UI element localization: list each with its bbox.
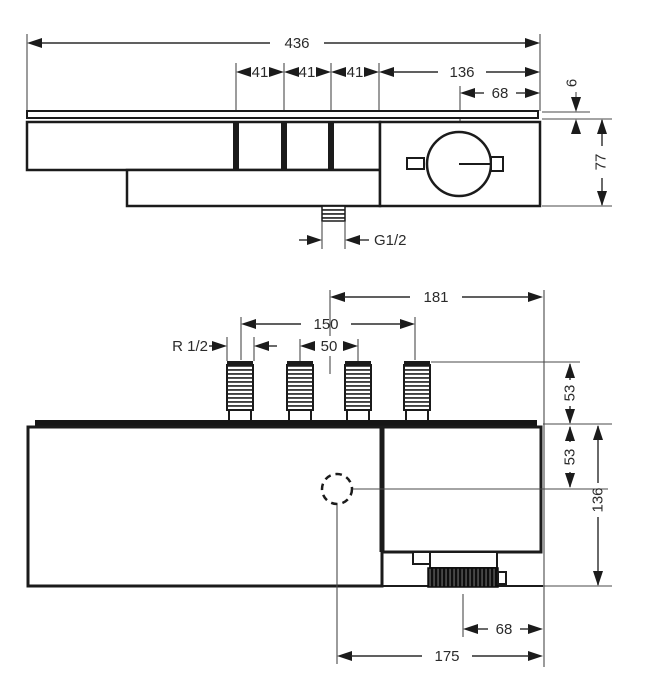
dim-outlet-thread: G1/2: [299, 221, 407, 249]
dim-pipe-thread-label: R 1/2: [172, 338, 208, 355]
dim-knob-to-edge-label: 68: [496, 621, 513, 638]
left-body-section: [26, 425, 384, 588]
dim-spacing-a-label: 41: [252, 64, 269, 81]
dim-knob-to-edge: 68: [462, 594, 543, 638]
knob-left-grip: [406, 157, 425, 170]
dim-outlet-to-edge-label: 175: [434, 648, 459, 665]
top-view-body: [25, 110, 542, 222]
dim-center-to-edge: 181: [329, 289, 543, 374]
dim-top-to-outlet-label: 53: [562, 449, 579, 466]
dim-knob-center: 68: [459, 85, 540, 122]
dim-center-to-edge-label: 181: [423, 289, 448, 306]
wall-plate-edge: [26, 110, 539, 119]
threaded-pipe: [286, 361, 314, 425]
wall-plate-strip: [35, 420, 537, 427]
bottom-view: 181 150 50 R 1/2: [26, 289, 612, 667]
dim-spacing-b-label: 41: [299, 64, 316, 81]
threaded-pipe: [344, 361, 372, 425]
dim-overall-width: 436: [26, 34, 541, 111]
dim-port-spacings: 41 41 41 136: [235, 63, 540, 112]
dim-depth-label: 77: [593, 154, 610, 171]
main-body-bar: [25, 120, 382, 172]
dim-top-to-outlet: 53: [543, 423, 612, 488]
top-view: 436 41 41 41 136: [25, 34, 612, 249]
dim-depth: 77: [542, 119, 612, 207]
bottom-view-body: [26, 420, 608, 588]
dim-pipe-span: 150: [240, 316, 416, 360]
dim-pipe-thread: R 1/2: [172, 337, 277, 361]
dim-outlet-to-edge: 175: [336, 505, 543, 665]
knob-step: [429, 551, 498, 569]
knob-step-notch: [412, 551, 431, 565]
threaded-pipe: [403, 361, 431, 425]
dim-pipe-span-label: 150: [313, 316, 338, 333]
dim-body-height-label: 136: [590, 487, 607, 512]
dim-outlet-thread-label: G1/2: [374, 232, 407, 249]
lower-housing: [125, 168, 382, 208]
dim-plate-thickness: 6: [542, 79, 612, 134]
dim-pipe-pitch: 50: [299, 338, 359, 361]
dim-pipe-height: 53: [431, 361, 580, 424]
dim-pipe-pitch-label: 50: [321, 338, 338, 355]
knob-right-grip: [490, 156, 504, 172]
dim-plate-thickness-label: 6: [564, 79, 581, 87]
outlet-thread-stub: [321, 205, 346, 222]
dim-pipe-height-label: 53: [562, 385, 579, 402]
button-divider: [233, 123, 239, 169]
supply-pipes: [226, 361, 431, 425]
knob-side-tab: [497, 571, 507, 585]
knurled-knob: [427, 567, 499, 588]
dim-knob-center-label: 68: [492, 85, 509, 102]
button-divider: [281, 123, 287, 169]
button-divider: [328, 123, 334, 169]
dashed-outlet-circle: [320, 472, 354, 506]
threaded-pipe: [226, 361, 254, 425]
dim-right-section-label: 136: [449, 64, 474, 81]
dim-overall-width-label: 436: [284, 35, 309, 52]
dim-spacing-c-label: 41: [347, 64, 364, 81]
dim-body-height: 136: [543, 425, 612, 587]
